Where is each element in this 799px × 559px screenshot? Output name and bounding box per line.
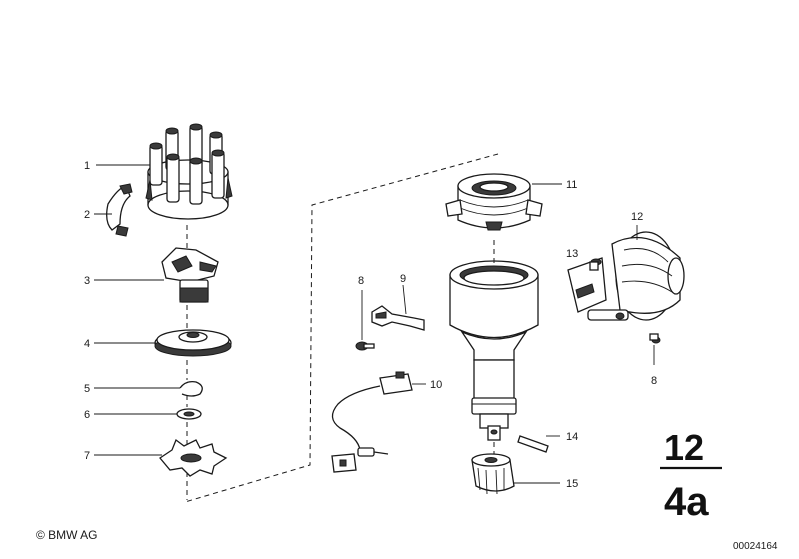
drive-gear <box>471 453 515 495</box>
rotor <box>161 247 219 303</box>
leader-line <box>402 284 407 315</box>
part-label: 3 <box>84 275 90 287</box>
part-label: 9 <box>400 273 406 285</box>
part-label: 5 <box>84 383 90 395</box>
part-label: 1 <box>84 160 90 172</box>
shield-clip <box>106 183 133 237</box>
screw-13 <box>589 258 602 271</box>
part-label: 10 <box>430 379 442 391</box>
washer <box>176 408 202 420</box>
pickup-ring <box>445 173 543 231</box>
circlip <box>179 380 203 397</box>
part-label: 11 <box>566 179 577 191</box>
part-label: 15 <box>566 478 578 490</box>
trigger-wheel <box>159 438 228 477</box>
pin <box>517 435 549 453</box>
sensor-cable <box>331 371 413 473</box>
part-label: 4 <box>84 338 90 350</box>
group-main-number: 12 <box>664 427 704 468</box>
screw-right <box>649 333 661 344</box>
part-label: 13 <box>566 248 578 260</box>
copyright: © BMW AG <box>36 528 98 542</box>
part-label: 6 <box>84 409 90 421</box>
part-label: 7 <box>84 450 90 462</box>
part-label: 14 <box>566 431 578 443</box>
vacuum-unit <box>567 231 685 321</box>
distributor-cap <box>145 123 233 220</box>
part-label: 12 <box>631 211 643 223</box>
part-label: 8 <box>358 275 364 287</box>
distributor-housing <box>449 260 539 441</box>
part-label: 8 <box>651 375 657 387</box>
group-sub-number: 4a <box>664 480 709 524</box>
screw <box>355 341 375 351</box>
dust-cover <box>154 329 232 357</box>
image-id: 00024164 <box>733 541 778 552</box>
bracket <box>371 305 425 331</box>
part-label: 2 <box>84 209 90 221</box>
